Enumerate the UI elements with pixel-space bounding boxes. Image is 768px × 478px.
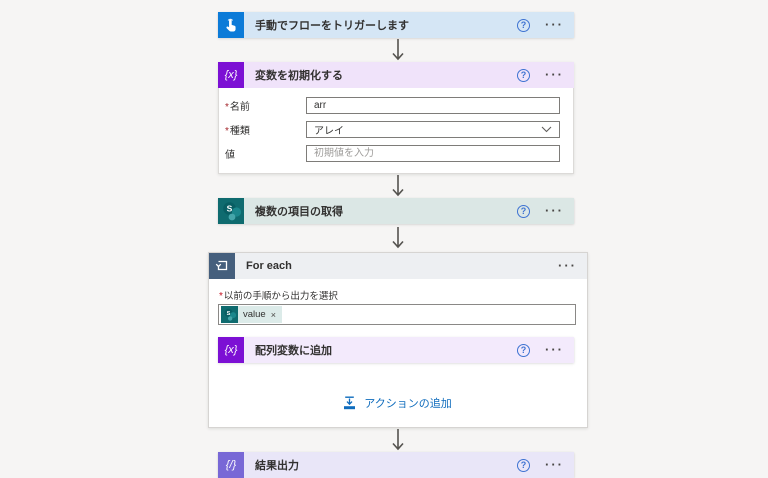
value-field-label: 値 xyxy=(225,150,235,161)
more-menu-icon[interactable]: ··· xyxy=(545,342,564,357)
more-menu-icon[interactable]: ··· xyxy=(558,258,577,273)
help-icon[interactable]: ? xyxy=(517,458,530,472)
for-each-header[interactable]: For each ··· xyxy=(209,253,587,279)
name-field-label: *名前 xyxy=(225,102,250,113)
init-variable-node: {x} 変数を初期化する ? ··· *名前 *種類 アレイ xyxy=(218,62,574,174)
required-mark: * xyxy=(225,102,229,113)
variable-type-value: アレイ xyxy=(314,126,344,137)
help-icon[interactable]: ? xyxy=(517,18,530,32)
help-icon[interactable]: ? xyxy=(517,68,530,82)
get-items-node[interactable]: S 複数の項目の取得 ? ··· xyxy=(218,198,574,224)
for-each-node: For each ··· *以前の手順から出力を選択 S xyxy=(208,252,588,428)
form-row-type: *種類 アレイ xyxy=(225,121,560,138)
init-variable-header[interactable]: {x} 変数を初期化する ? ··· xyxy=(218,62,574,88)
add-action-icon xyxy=(344,396,356,409)
variable-type-dropdown[interactable]: アレイ xyxy=(306,121,560,138)
compose-output-node[interactable]: {/} 結果出力 ? ··· xyxy=(218,452,574,478)
connector-arrow xyxy=(208,174,588,198)
for-each-body: *以前の手順から出力を選択 S value × xyxy=(209,279,587,427)
flow-canvas: 手動でフローをトリガーします ? ··· {x} 変数を初期化する ? ··· … xyxy=(208,12,588,478)
remove-token-icon[interactable]: × xyxy=(270,309,276,320)
value-token-chip[interactable]: S value × xyxy=(221,306,282,323)
type-field-label: *種類 xyxy=(225,126,250,137)
more-menu-icon[interactable]: ··· xyxy=(545,17,564,32)
required-mark: * xyxy=(225,126,229,137)
connector-arrow xyxy=(208,38,588,62)
help-icon[interactable]: ? xyxy=(517,343,530,357)
trigger-title: 手動でフローをトリガーします xyxy=(255,20,409,32)
required-mark: * xyxy=(219,291,223,302)
more-menu-icon[interactable]: ··· xyxy=(545,67,564,82)
compose-output-title: 結果出力 xyxy=(255,460,299,472)
variable-icon: {x} xyxy=(218,337,244,363)
more-menu-icon[interactable]: ··· xyxy=(545,457,564,472)
for-each-loop-icon xyxy=(209,253,235,279)
add-action-label: アクションの追加 xyxy=(364,398,452,410)
token-chip-label: value xyxy=(243,309,266,320)
connector-arrow xyxy=(208,428,588,452)
variable-name-input[interactable] xyxy=(306,97,560,114)
form-row-name: *名前 xyxy=(225,97,560,114)
manual-trigger-icon xyxy=(218,12,244,38)
chevron-down-icon xyxy=(541,126,552,133)
for-each-title: For each xyxy=(246,260,292,272)
svg-text:S: S xyxy=(227,204,233,214)
add-action-button[interactable]: アクションの追加 xyxy=(218,395,576,411)
sharepoint-icon: S xyxy=(218,198,244,224)
trigger-node[interactable]: 手動でフローをトリガーします ? ··· xyxy=(218,12,574,38)
help-icon[interactable]: ? xyxy=(517,204,530,218)
connector-arrow xyxy=(208,224,588,252)
select-output-label: *以前の手順から出力を選択 xyxy=(219,291,338,302)
append-array-node[interactable]: {x} 配列変数に追加 ? ··· xyxy=(218,337,574,363)
get-items-title: 複数の項目の取得 xyxy=(255,206,343,218)
select-output-input[interactable]: S value × xyxy=(218,304,576,325)
sharepoint-token-icon: S xyxy=(221,306,238,323)
append-array-title: 配列変数に追加 xyxy=(255,345,332,357)
svg-text:S: S xyxy=(227,311,231,317)
variable-value-input[interactable] xyxy=(306,145,560,162)
compose-icon: {/} xyxy=(218,452,244,478)
form-row-value: 値 xyxy=(225,145,560,162)
more-menu-icon[interactable]: ··· xyxy=(545,203,564,218)
variable-icon: {x} xyxy=(218,62,244,88)
init-variable-title: 変数を初期化する xyxy=(255,70,343,82)
init-variable-form: *名前 *種類 アレイ 値 xyxy=(218,88,574,174)
